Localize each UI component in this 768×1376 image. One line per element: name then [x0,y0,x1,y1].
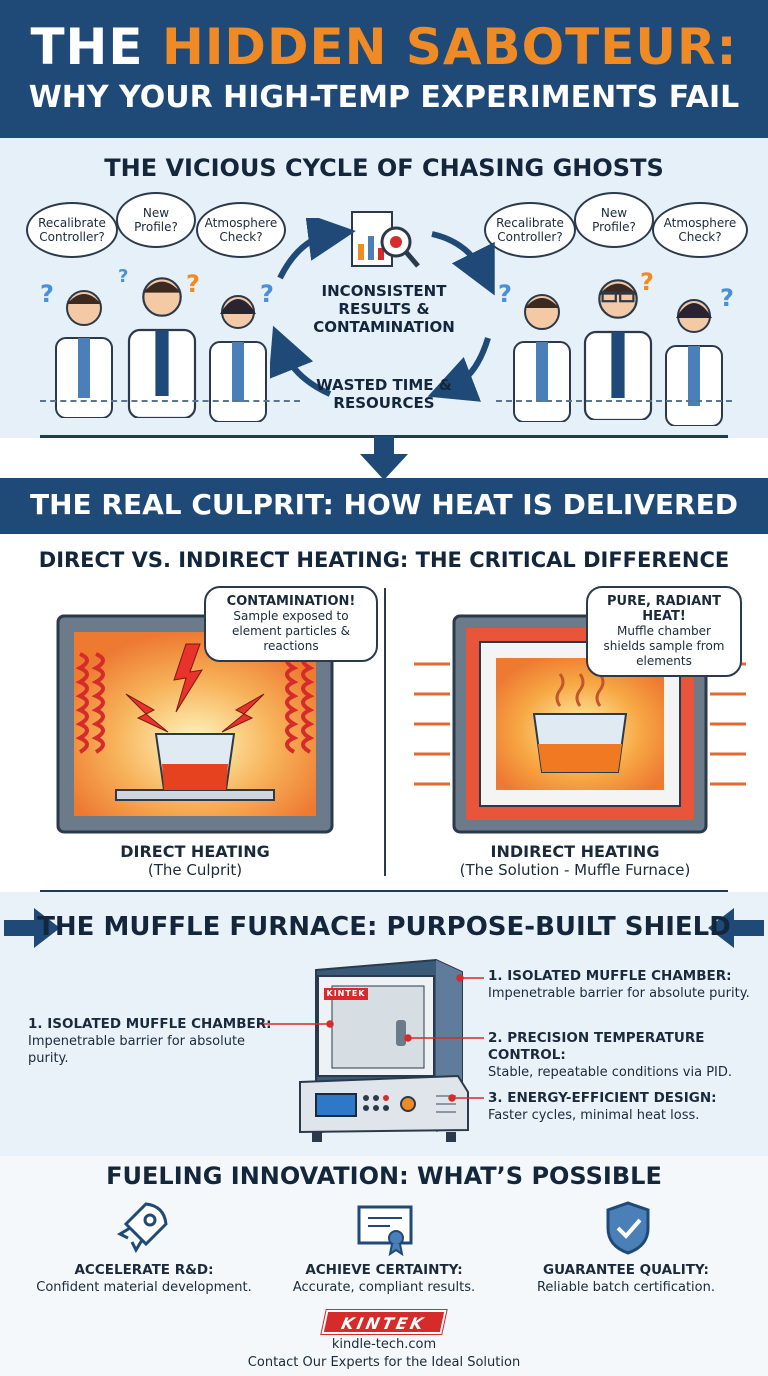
scientist-illustration [127,277,197,418]
comparison-subhead: DIRECT VS. INDIRECT HEATING: THE CRITICA… [38,548,730,572]
callout-precision-control: 2. PRECISION TEMPERATURE CONTROL: Stable… [488,1030,733,1080]
thought-bubble: Atmosphere Check? [196,202,286,258]
thought-bubble: Atmosphere Check? [652,202,748,258]
bubble-text: Muffle chamber shields sample from eleme… [603,624,725,668]
floor-line [40,400,300,402]
contamination-bubble: CONTAMINATION! Sample exposed to element… [204,586,378,662]
thought-bubble: Recalibrate Controller? [26,202,118,258]
direct-heating-caption: DIRECT HEATING (The Culprit) [120,842,270,879]
left-arrow-icon [708,908,764,948]
title-plain: THE [30,18,144,76]
floor-line [496,400,732,402]
kintek-logo: KINTEK [320,1309,448,1335]
rocket-icon [116,1202,168,1254]
callout-energy-efficient: 3. ENERGY-EFFICIENT DESIGN: Faster cycle… [488,1090,717,1123]
page-title: THE HIDDEN SABOTEUR: [0,18,768,76]
scientist-illustration [55,290,113,418]
fueling-title: FUELING INNOVATION: WHAT’S POSSIBLE [106,1162,662,1190]
question-mark-icon: ? [640,268,654,296]
header-banner: THE HIDDEN SABOTEUR: WHY YOUR HIGH-TEMP … [0,0,768,138]
page-subtitle: WHY YOUR HIGH-TEMP EXPERIMENTS FAIL [28,80,740,115]
cycle-arrows [270,218,495,402]
culprit-title: THE REAL CULPRIT: HOW HEAT IS DELIVERED [30,488,738,521]
shield-check-icon [606,1201,650,1255]
benefit-accelerate: ACCELERATE R&D: Confident material devel… [36,1262,252,1295]
question-mark-icon: ? [118,266,129,287]
fueling-section [0,1156,768,1376]
website-link[interactable]: kindle-tech.com [331,1337,437,1352]
callout-lines [258,974,484,1102]
benefit-certainty: ACHIEVE CERTAINTY: Accurate, compliant r… [292,1262,476,1295]
cycle-center-top-label: INCONSISTENT RESULTS & CONTAMINATION [313,282,455,336]
question-mark-icon: ? [186,270,200,298]
brand-plate: KINTEK [324,988,368,1000]
thought-bubble: New Profile? [574,192,654,248]
bubble-title: PURE, RADIANT HEAT! [607,594,721,624]
vicious-cycle-section: THE VICIOUS CYCLE OF CHASING GHOSTS Reca… [0,138,768,438]
muffle-title: THE MUFFLE FURNACE: PURPOSE-BUILT SHIELD [37,912,731,942]
question-mark-icon: ? [260,280,274,308]
report-magnifier-icon [351,211,420,268]
indirect-heating-caption: INDIRECT HEATING (The Solution - Muffle … [459,842,691,879]
certificate-icon [357,1205,413,1256]
thought-bubble: Recalibrate Controller? [484,202,576,258]
contact-cta: Contact Our Experts for the Ideal Soluti… [247,1355,521,1370]
question-mark-icon: ? [498,280,512,308]
callout-isolated-chamber: 1. ISOLATED MUFFLE CHAMBER: Impenetrable… [488,968,750,1001]
question-mark-icon: ? [40,280,54,308]
callout-left-isolated-chamber: 1. ISOLATED MUFFLE CHAMBER: Impenetrable… [28,1016,272,1066]
down-arrow-icon [360,436,408,480]
cycle-title: THE VICIOUS CYCLE OF CHASING GHOSTS [104,154,664,182]
direct-heating-illustration [56,614,334,834]
section-divider [40,890,728,893]
right-arrow-icon [4,908,60,948]
panel-divider [384,588,386,876]
question-mark-icon: ? [720,284,734,312]
pure-heat-bubble: PURE, RADIANT HEAT! Muffle chamber shiel… [586,586,742,677]
cycle-center-bottom-label: WASTED TIME & RESOURCES [316,376,452,412]
title-accent: HIDDEN SABOTEUR: [161,18,738,76]
scientist-illustration [583,279,653,420]
culprit-banner: THE REAL CULPRIT: HOW HEAT IS DELIVERED [0,478,768,534]
thought-bubble: New Profile? [116,192,196,248]
scientist-illustration [665,299,723,426]
bubble-title: CONTAMINATION! [226,594,356,609]
bubble-text: Sample exposed to element particles & re… [232,609,350,653]
benefit-quality: GUARANTEE QUALITY: Reliable batch certif… [536,1262,715,1295]
